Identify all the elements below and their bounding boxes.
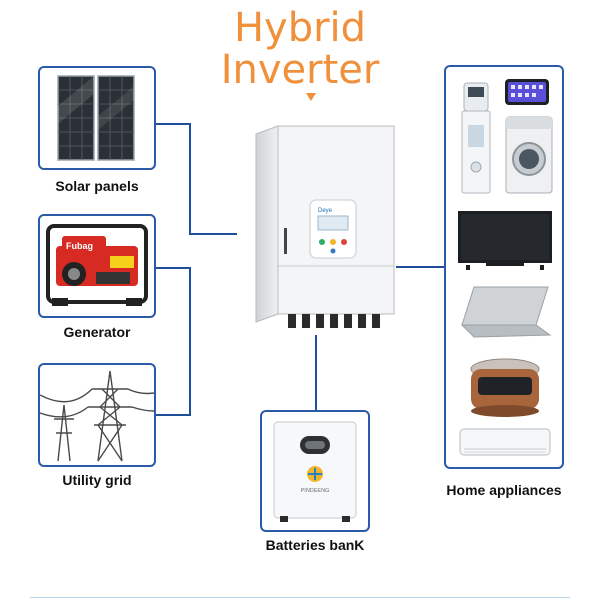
water-dispenser-icon — [461, 82, 491, 194]
title-line-1: Hybrid — [233, 5, 367, 51]
battery-brand-text: PINDEENG — [301, 488, 330, 494]
laptop-icon — [460, 286, 552, 338]
television-icon — [458, 211, 552, 270]
title-arrow-icon — [306, 93, 316, 101]
battery-cabinet-icon: PINDEENG — [273, 421, 357, 522]
wire-inverter-to-appliances — [396, 266, 445, 268]
battery-card: PINDEENG — [260, 410, 370, 532]
wire-solar-vertical — [189, 123, 191, 235]
hybrid-inverter-icon: Deye — [255, 125, 395, 328]
rice-cooker-icon — [470, 358, 540, 417]
generator-card: Fubag — [38, 214, 156, 318]
wire-generator-horizontal — [155, 267, 191, 269]
home-appliances-label: Home appliances — [446, 482, 562, 498]
power-tower-icon — [40, 370, 154, 462]
generator-icon: Fubag — [46, 224, 148, 306]
home-appliances-card — [444, 65, 564, 469]
wire-grid-vertical — [189, 267, 191, 416]
utility-grid-label: Utility grid — [62, 472, 132, 488]
generator-label: Generator — [63, 324, 131, 340]
battery-label: Batteries banK — [265, 537, 365, 553]
air-conditioner-icon — [459, 428, 551, 456]
bottom-divider — [30, 597, 570, 598]
smartphone-icon — [505, 79, 549, 105]
hybrid-inverter: Deye — [238, 124, 398, 338]
wire-solar-horizontal — [155, 123, 191, 125]
utility-grid-card — [38, 363, 156, 467]
wire-solar-to-inverter — [189, 233, 237, 235]
inverter-brand-text: Deye — [318, 208, 333, 214]
title-line-2: Inverter — [220, 47, 380, 93]
wire-grid-horizontal — [155, 414, 191, 416]
generator-brand-text: Fubag — [66, 241, 93, 251]
solar-panels-label: Solar panels — [55, 178, 139, 194]
washing-machine-icon — [505, 116, 553, 194]
solar-panel-icon — [57, 75, 135, 161]
solar-panels-card — [38, 66, 156, 170]
wire-inverter-to-battery — [315, 335, 317, 411]
